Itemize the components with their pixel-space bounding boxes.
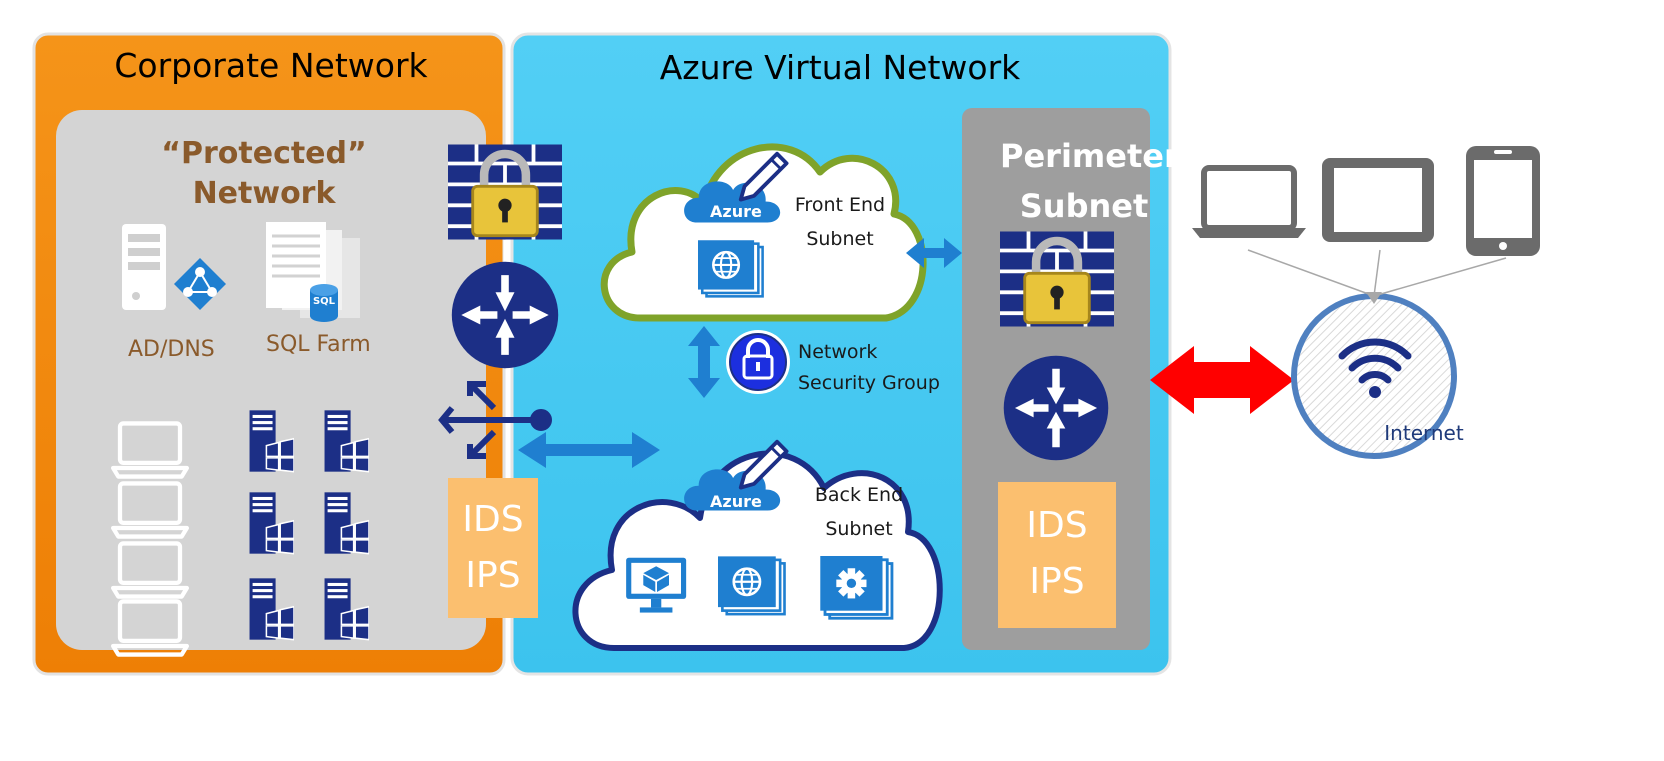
gateway-backend-arrow-icon: [518, 432, 660, 468]
front-perimeter-arrow-icon: [906, 238, 962, 268]
perimeter-firewall-icon: [1000, 232, 1114, 327]
sql-farm-label: SQL Farm: [266, 332, 371, 357]
gateway-icon: [438, 381, 552, 459]
nsg-line-1: Network: [798, 341, 878, 363]
web-app-icon: [718, 556, 786, 616]
corporate-network-title: Corporate Network: [114, 46, 428, 85]
corporate-ids-ips-label: IDS IPS: [448, 492, 538, 604]
front-end-subnet-cloud: [600, 143, 927, 322]
firewall-icon: [448, 145, 562, 240]
worker-role-icon: [820, 556, 894, 620]
perimeter-line-1: Perimeter: [1000, 137, 1180, 175]
nsg-vertical-arrow-icon: [688, 326, 720, 398]
internet-link-arrow-icon: [1150, 346, 1294, 414]
corporate-ids-label: IDS: [462, 499, 524, 540]
front-end-line-1: Front End: [794, 194, 886, 216]
front-end-line-2: Subnet: [806, 228, 874, 250]
phone-icon: [1466, 146, 1540, 256]
network-security-group-label: Network Security Group: [798, 337, 940, 399]
internet-label: Internet: [1384, 421, 1464, 445]
azure-virtual-network-title: Azure Virtual Network: [659, 48, 1021, 87]
router-icon: [451, 261, 559, 369]
perimeter-subnet-title: Perimeter Subnet: [1000, 131, 1180, 231]
protected-line-1: “Protected”: [161, 136, 367, 171]
device-connector-lines: [1247, 249, 1507, 297]
front-end-subnet-label: Front End Subnet: [784, 188, 896, 256]
sql-farm-icon: [266, 222, 360, 322]
nsg-line-2: Security Group: [798, 372, 940, 394]
device-arrowhead-icon: [1366, 292, 1382, 304]
web-app-icon: [698, 240, 764, 298]
perimeter-router-icon: [1003, 355, 1109, 461]
laptop-icon: [1192, 165, 1306, 238]
front-azure-word: Azure: [710, 202, 762, 221]
protected-network-heading: “Protected” Network: [66, 134, 462, 214]
protected-line-2: Network: [192, 176, 336, 211]
sql-badge-label: SQL: [312, 296, 336, 307]
tablet-icon: [1322, 158, 1434, 242]
back-end-line-2: Subnet: [825, 518, 893, 540]
perimeter-line-2: Subnet: [1019, 187, 1149, 225]
network-security-group-icon: [726, 330, 790, 394]
ad-dns-server-icon: [122, 224, 226, 310]
corporate-ips-label: IPS: [465, 555, 521, 596]
corporate-ids-ips-box: [448, 478, 538, 618]
ad-dns-label: AD/DNS: [128, 337, 215, 362]
perimeter-ids-label: IDS: [1026, 505, 1088, 546]
perimeter-ids-ips-box: [998, 482, 1116, 628]
perimeter-ips-label: IPS: [1029, 561, 1085, 602]
back-end-subnet-label: Back End Subnet: [806, 478, 912, 546]
back-end-line-1: Back End: [814, 484, 904, 506]
back-azure-word: Azure: [710, 492, 762, 511]
perimeter-ids-ips-label: IDS IPS: [998, 498, 1116, 610]
